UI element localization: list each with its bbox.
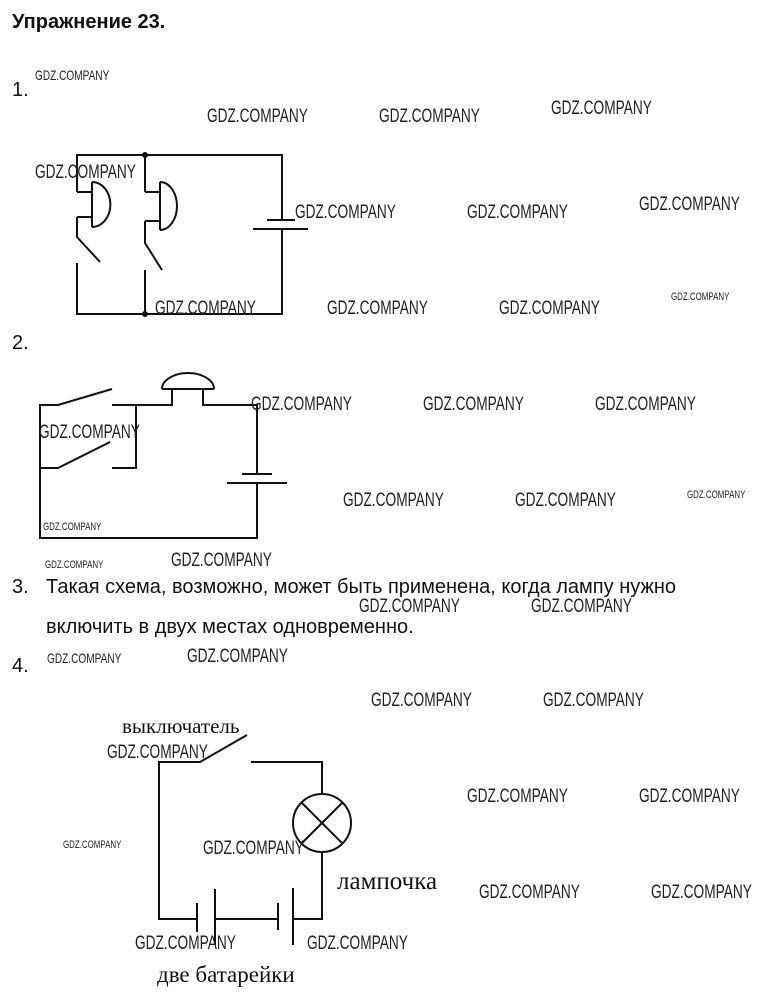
watermark: GDZ.COMPANY (543, 690, 644, 711)
watermark: GDZ.COMPANY (203, 838, 304, 859)
circuit-4 (158, 734, 352, 945)
bell-icon (161, 372, 215, 390)
watermark: GDZ.COMPANY (107, 742, 208, 763)
switch-icon (40, 441, 111, 469)
bell-icon (145, 181, 178, 231)
watermark: GDZ.COMPANY (39, 422, 140, 443)
watermark: GDZ.COMPANY (135, 933, 236, 954)
item-number-2: 2. (12, 332, 29, 354)
watermark: GDZ.COMPANY (371, 690, 472, 711)
watermark: GDZ.COMPANY (551, 98, 652, 119)
watermark: GDZ.COMPANY (531, 596, 632, 617)
battery-icon (227, 473, 287, 484)
exercise-title: Упражнение 23. (12, 11, 166, 33)
watermark: GDZ.COMPANY (671, 291, 730, 303)
watermark: GDZ.COMPANY (595, 394, 696, 415)
watermark: GDZ.COMPANY (467, 786, 568, 807)
watermark: GDZ.COMPANY (467, 202, 568, 223)
watermark: GDZ.COMPANY (327, 298, 428, 319)
watermark: GDZ.COMPANY (515, 490, 616, 511)
battery-icon (196, 889, 216, 945)
watermark: GDZ.COMPANY (47, 650, 122, 666)
circuit-1 (76, 152, 308, 317)
battery-icon (253, 219, 308, 230)
switch-icon (144, 221, 163, 271)
watermark: GDZ.COMPANY (171, 550, 272, 571)
lamp-label: лампочка (337, 868, 438, 895)
batteries-label: две батарейки (157, 962, 295, 987)
item-number-4: 4. (12, 655, 29, 677)
switch-icon (76, 217, 101, 263)
watermark: GDZ.COMPANY (359, 596, 460, 617)
answer-3-line1: Такая схема, возможно, может быть примен… (46, 576, 677, 598)
battery-icon (277, 888, 294, 945)
circuit-2 (39, 372, 287, 539)
watermark: GDZ.COMPANY (295, 202, 396, 223)
item-number-3: 3. (12, 576, 29, 598)
watermark: GDZ.COMPANY (155, 298, 256, 319)
watermark: GDZ.COMPANY (45, 559, 104, 571)
watermark: GDZ.COMPANY (639, 194, 740, 215)
watermark: GDZ.COMPANY (35, 162, 136, 183)
watermark: GDZ.COMPANY (479, 882, 580, 903)
switch-label: выключатель (122, 714, 240, 738)
item-number-1: 1. (12, 79, 29, 101)
watermark: GDZ.COMPANY (651, 882, 752, 903)
watermark: GDZ.COMPANY (251, 394, 352, 415)
watermark: GDZ.COMPANY (499, 298, 600, 319)
watermark: GDZ.COMPANY (207, 106, 308, 127)
watermark: GDZ.COMPANY (63, 839, 122, 851)
watermark: GDZ.COMPANY (307, 933, 408, 954)
watermark: GDZ.COMPANY (187, 646, 288, 667)
answer-3-line2: включить в двух местах одновременно. (46, 616, 414, 638)
watermark: GDZ.COMPANY (687, 489, 746, 501)
watermark: GDZ.COMPANY (379, 106, 480, 127)
watermark: GDZ.COMPANY (35, 67, 110, 83)
watermark: GDZ.COMPANY (43, 521, 102, 533)
switch-icon (158, 734, 248, 920)
watermark: GDZ.COMPANY (423, 394, 524, 415)
bell-icon (77, 181, 112, 228)
watermark: GDZ.COMPANY (343, 490, 444, 511)
watermark: GDZ.COMPANY (639, 786, 740, 807)
